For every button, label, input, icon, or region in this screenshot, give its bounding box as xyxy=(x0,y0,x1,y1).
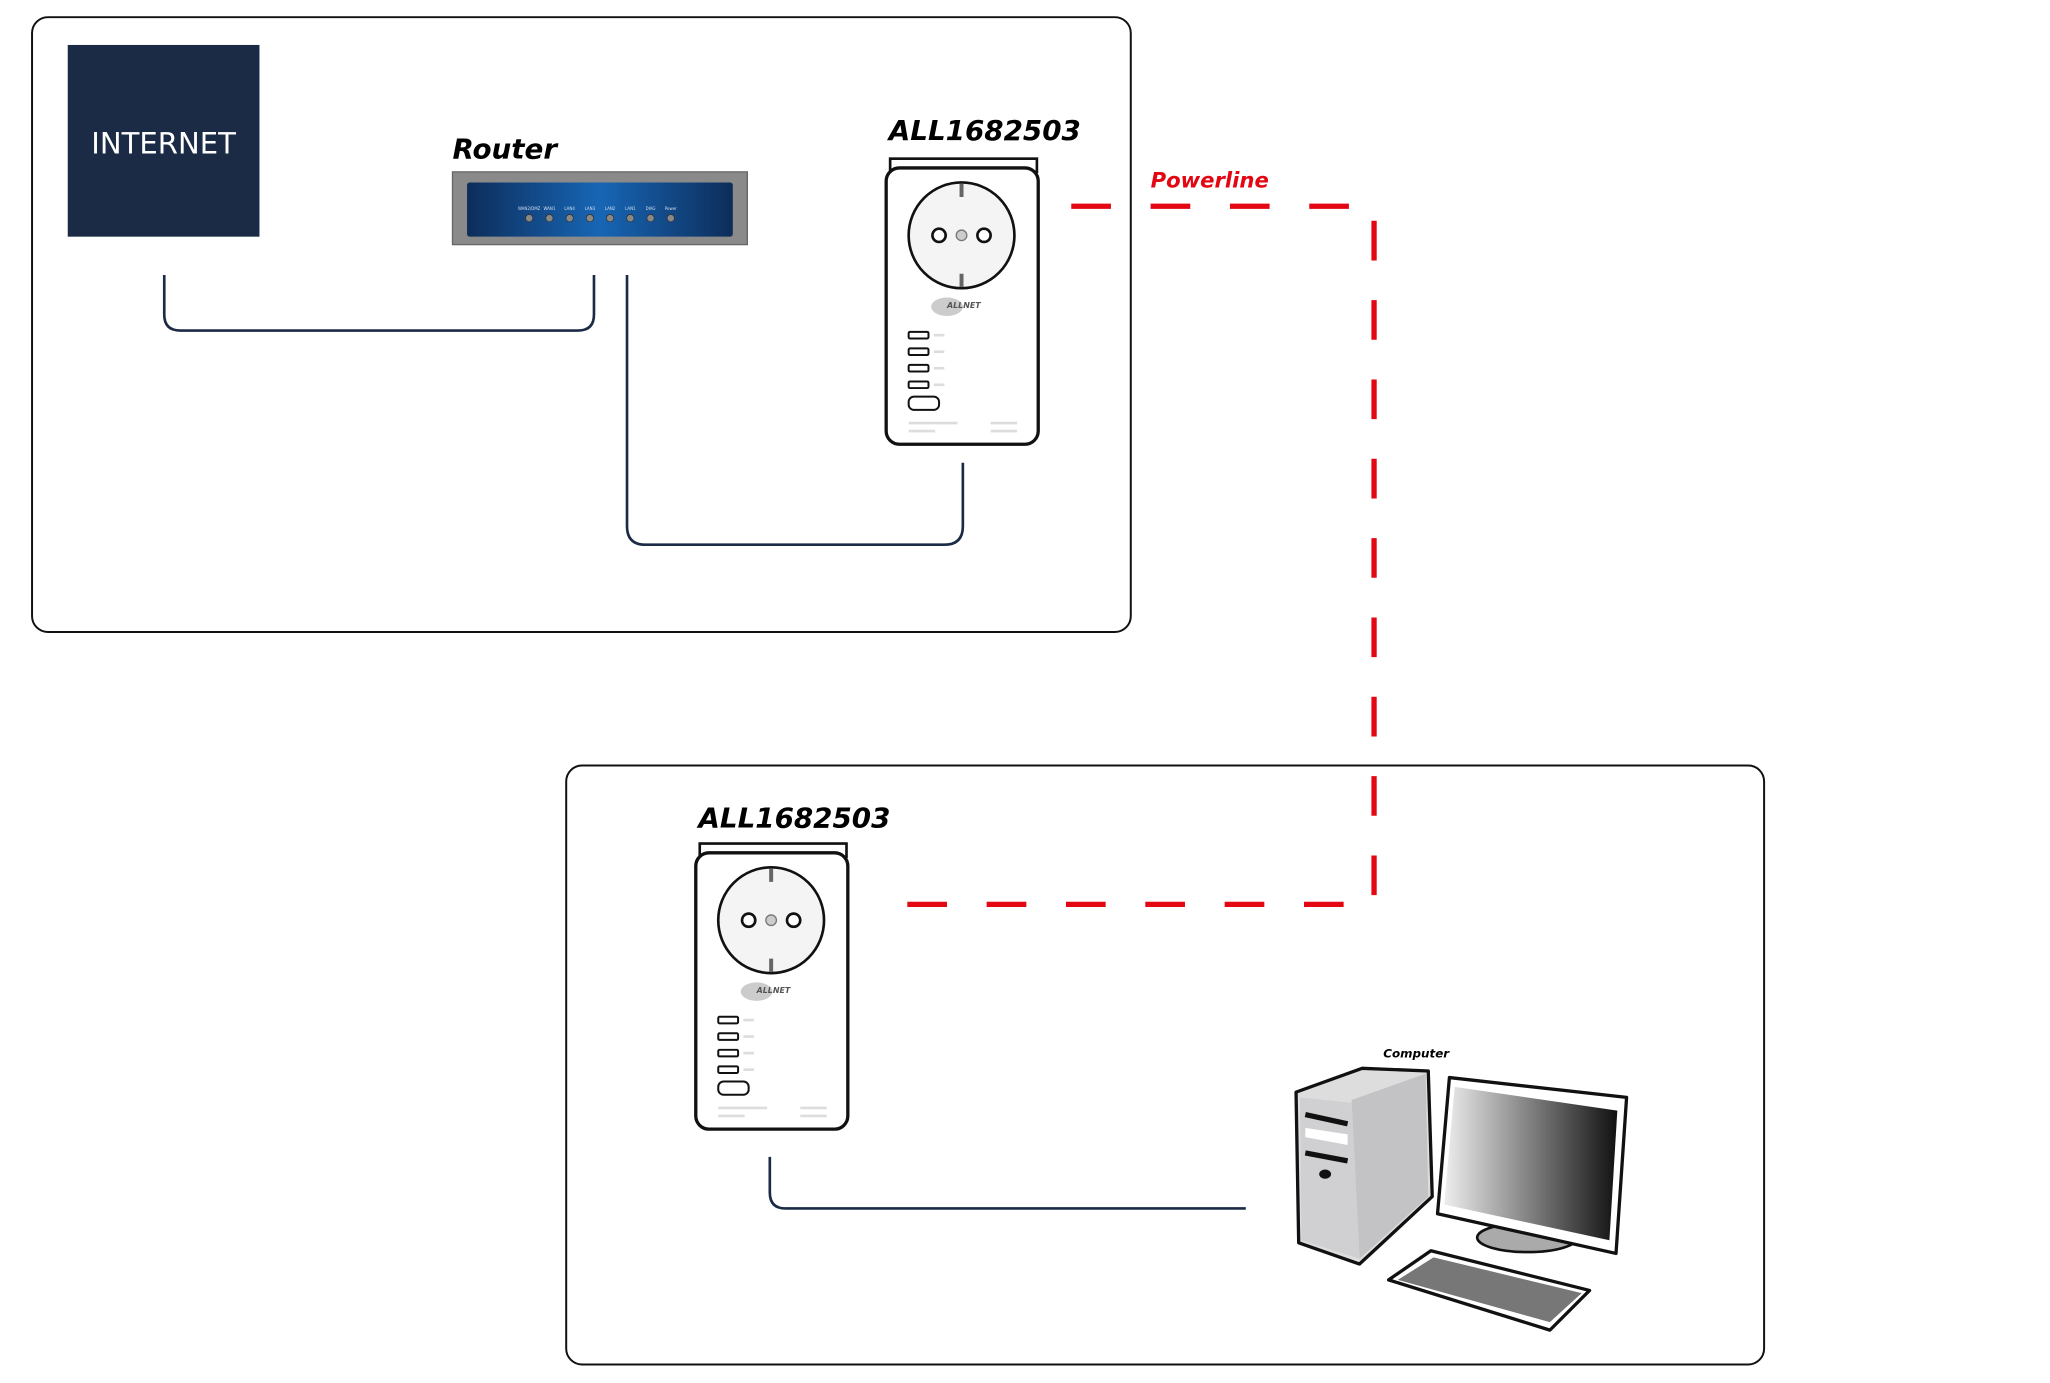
adapter-bottom: ALL1682503 ALLNET xyxy=(694,802,890,1131)
router-port-led xyxy=(585,214,594,223)
powerline-link xyxy=(875,203,1377,908)
internet-box: INTERNET xyxy=(67,44,260,237)
router-port-led xyxy=(525,214,534,223)
computer-label: Computer xyxy=(1383,1047,1450,1061)
router-port-led xyxy=(666,214,675,223)
zone-bottom xyxy=(565,764,1766,1366)
router-port-label: WAN2/DMZ xyxy=(518,206,541,211)
cable-router-adapter xyxy=(625,275,965,547)
cable-adapter-computer xyxy=(768,1156,1246,1210)
adapter-top: ALL1682503 ALLNET xyxy=(884,114,1081,446)
router-port-led xyxy=(606,214,615,223)
monitor-icon xyxy=(1435,1075,1629,1256)
zone-top xyxy=(31,16,1132,633)
powerline-label: Powerline xyxy=(1151,168,1269,193)
router-port-label: DIAG xyxy=(646,206,656,211)
status-led xyxy=(717,1048,740,1058)
router-port-label: LAN3 xyxy=(585,206,596,211)
router-port-label: LAN1 xyxy=(625,206,636,211)
cable-internet-router xyxy=(162,275,596,332)
router-port-led xyxy=(646,214,655,223)
router-port-led xyxy=(545,214,554,223)
brand-text: ALLNET xyxy=(756,986,791,995)
computer: Computer xyxy=(1294,1047,1629,1332)
tower-icon xyxy=(1294,1066,1434,1266)
status-led xyxy=(717,1015,740,1025)
adapter-top-label: ALL1682503 xyxy=(887,114,1081,147)
router-port-led xyxy=(565,214,574,223)
status-led xyxy=(907,347,930,356)
pair-button[interactable] xyxy=(717,1080,750,1096)
status-led xyxy=(907,330,930,340)
pair-button[interactable] xyxy=(907,395,941,411)
status-led xyxy=(907,380,930,390)
status-led xyxy=(717,1065,740,1074)
keyboard-icon xyxy=(1386,1249,1592,1332)
router-port-label: LAN4 xyxy=(564,206,575,211)
adapter-bottom-label: ALL1682503 xyxy=(696,802,890,835)
router-port-label: Power xyxy=(665,206,677,211)
brand-logo xyxy=(931,297,963,317)
internet-label: INTERNET xyxy=(91,126,236,160)
brand-logo xyxy=(740,982,773,1001)
status-led xyxy=(907,363,930,373)
router-port-label: WAN1 xyxy=(543,206,555,211)
brand-text: ALLNET xyxy=(946,301,981,310)
router-port-label: LAN2 xyxy=(605,206,616,211)
status-led xyxy=(717,1032,740,1041)
router-port-led xyxy=(626,214,635,223)
router-label: Router xyxy=(452,133,559,166)
